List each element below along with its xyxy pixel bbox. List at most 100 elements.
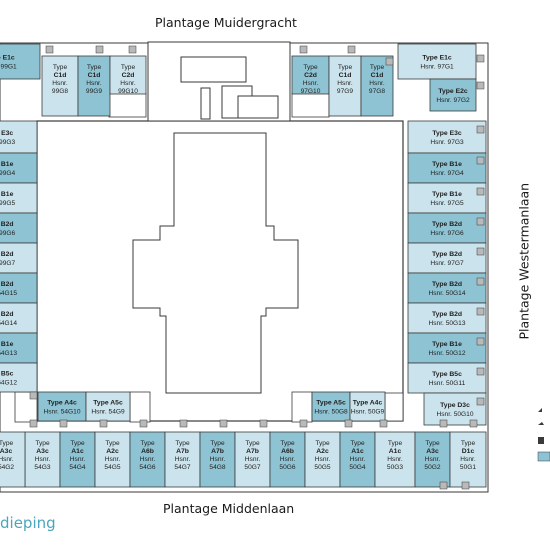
unit-label: C1d (54, 72, 67, 79)
unit-label: 54G5 (104, 464, 120, 471)
unit-label: Type B2d (432, 221, 462, 228)
unit-label: Type B5c (432, 371, 462, 378)
unit-label: Hsnr. (35, 456, 51, 463)
unit-area (24, 431, 61, 488)
unit-label: Hsnr. 50G12 (428, 350, 465, 357)
unit-label: Hsnr. 50G11 (429, 380, 466, 387)
unit-area (0, 212, 38, 244)
service-shaft (29, 391, 38, 400)
unit-area (94, 431, 131, 488)
unit-label: Hsnr. 54G9 (91, 409, 125, 416)
unit-label: Hsnr. 99G6 (0, 230, 16, 237)
unit-label: C1d (88, 72, 101, 79)
unit-label: 97G8 (369, 88, 385, 95)
unit-label: Type B1e (0, 341, 14, 348)
unit-area (291, 55, 330, 95)
unit-label: 99G10 (118, 88, 138, 95)
unit-label: A6b (141, 448, 154, 455)
unit-label: Hsnr. (70, 456, 86, 463)
unit-area (0, 242, 38, 274)
unit-label: Hsnr. 99G5 (0, 200, 16, 207)
service-shaft (45, 45, 54, 54)
unit-label: Type E2c (438, 88, 468, 95)
unit-label: A1c (351, 448, 364, 455)
unit-label: 50G7 (244, 464, 260, 471)
service-shaft (476, 337, 485, 346)
unit-label: Type B2d (0, 281, 14, 288)
unit-area (129, 431, 166, 488)
unit-label: Type (53, 64, 68, 71)
unit-label: Type B1e (0, 161, 14, 168)
unit-label: 50G2 (424, 464, 440, 471)
unit-area (407, 362, 487, 394)
unit-label: 54G4 (69, 464, 85, 471)
unit-label: C2d (304, 72, 317, 79)
service-shaft (461, 481, 470, 490)
unit-label: Type B2d (0, 311, 14, 318)
unit-label: Hsnr. (175, 456, 191, 463)
unit-label: 54G6 (139, 464, 155, 471)
service-shaft (476, 217, 485, 226)
unit-area (423, 392, 487, 426)
unit-label: D1c (462, 448, 475, 455)
service-shaft (476, 277, 485, 286)
street-label-right: Plantage Westermanlaan (516, 182, 532, 340)
unit-area (0, 431, 26, 488)
unit-label: Type (303, 64, 318, 71)
unit-label: Hsnr. (52, 80, 68, 87)
unit-label: A6b (281, 448, 294, 455)
unit-label: Type (35, 440, 50, 447)
unit-label: A3c (426, 448, 439, 455)
central-core (147, 41, 291, 122)
unit-area (109, 55, 147, 95)
unit-label: Hsnr. (425, 456, 441, 463)
service-shaft (476, 247, 485, 256)
